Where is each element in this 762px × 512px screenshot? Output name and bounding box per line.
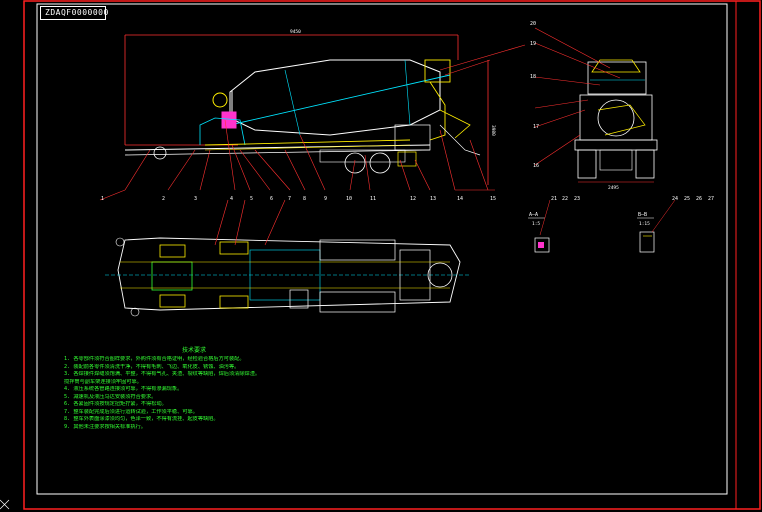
balloon-11: 11	[370, 196, 376, 202]
notes-title: 技术要求	[181, 347, 206, 354]
wheel	[369, 152, 391, 174]
balloon-14: 14	[457, 196, 463, 202]
balloon-5: 5	[250, 196, 253, 202]
note-line: 2. 装配前各零件须清洗干净，不得有毛刺、飞边、氧化皮、锈蚀、油污等。	[64, 363, 240, 370]
note-line: 9. 其他未注要求按相关标准执行。	[64, 423, 146, 430]
rear-view: 2495	[534, 27, 658, 191]
note-line: 7. 整车装配完成后须进行运转试验，工作须平稳、可靠。	[64, 408, 198, 415]
balloon-6: 6	[270, 196, 273, 202]
balloon-18: 18	[530, 74, 536, 80]
note-line: 1. 各零部件须符合图样要求，外购件须有合格证明，经检验合格后方可装配。	[64, 356, 245, 362]
note-line: 4. 液压系统各管路连接须可靠，不得有渗漏现象。	[64, 386, 183, 392]
svg-text:A—A: A—A	[529, 212, 538, 218]
balloon-20: 20	[530, 21, 536, 27]
note-line: 8. 整车外表面涂漆须均匀，色泽一致，不得有流挂、起皮等缺陷。	[64, 416, 219, 422]
balloon-1: 1	[101, 196, 104, 202]
note-line: 6. 各紧固件须按规定扭矩拧紧，不得松动。	[64, 401, 167, 407]
balloon-16: 16	[533, 163, 539, 169]
balloon-27: 27	[708, 196, 714, 202]
inner-frame	[36, 3, 728, 495]
wheel	[153, 146, 167, 160]
side-view: 9450 3980	[99, 29, 526, 201]
technical-notes: 技术要求 1. 各零部件须符合图样要求，外购件须有合格证明，经检验合格后方可装配…	[64, 345, 324, 431]
balloon-19: 19	[530, 41, 536, 47]
note-line: 搅拌筒与副车架连接须牢固可靠。	[64, 378, 142, 385]
wheel	[344, 152, 366, 174]
balloon-9: 9	[324, 196, 327, 202]
balloon-13: 13	[430, 196, 436, 202]
balloon-25: 25	[684, 196, 690, 202]
balloon-23: 23	[574, 196, 580, 202]
outer-frame	[23, 0, 761, 510]
svg-text:B—B: B—B	[638, 212, 647, 218]
title-block: ZDAQF0000000	[40, 6, 109, 20]
svg-text:1:5: 1:5	[532, 221, 540, 227]
balloon-10: 10	[346, 196, 352, 202]
rear-dimension-label: 2495	[608, 185, 619, 191]
mixer-drum	[229, 59, 441, 136]
balloon-2: 2	[162, 196, 165, 202]
cursor-icon	[0, 499, 10, 510]
side-dimension-label: 9450	[290, 29, 301, 35]
svg-text:1:15: 1:15	[639, 221, 650, 227]
balloon-24: 24	[672, 196, 678, 202]
drawing-code: ZDAQF0000000	[45, 8, 109, 17]
top-view	[105, 199, 470, 317]
reducer	[212, 92, 228, 108]
section-b: B—B 1:15	[637, 199, 676, 253]
balloon-15: 15	[490, 196, 496, 202]
note-line: 3. 各焊接件焊缝须饱满、平整，不得有气孔、夹渣、裂纹等缺陷，焊后须清除焊渣。	[64, 371, 261, 377]
balloon-4: 4	[230, 196, 233, 202]
section-a: A—A 1:5	[528, 199, 551, 253]
balloon-3: 3	[194, 196, 197, 202]
balloon-8: 8	[303, 196, 306, 202]
balloon-21: 21	[551, 196, 557, 202]
balloon-7: 7	[288, 196, 291, 202]
balloon-12: 12	[410, 196, 416, 202]
note-line: 5. 减速机及液压马达安装须符合要求。	[64, 393, 157, 400]
height-dimension-label: 3980	[490, 125, 496, 136]
balloon-22: 22	[562, 196, 568, 202]
balloon-17: 17	[533, 124, 539, 130]
balloon-26: 26	[696, 196, 702, 202]
